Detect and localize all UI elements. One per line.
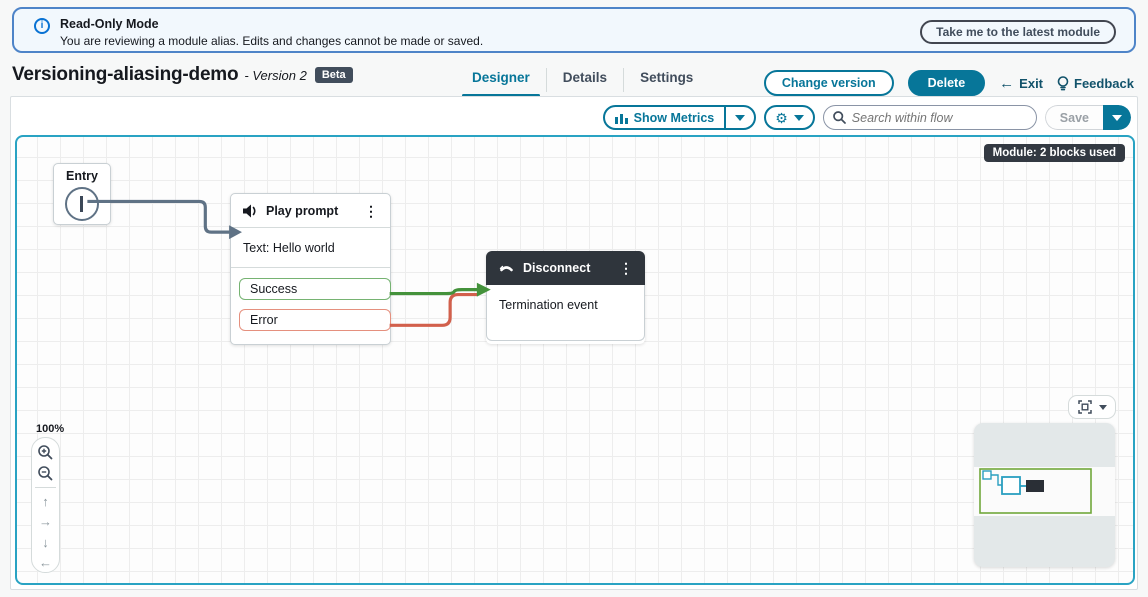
chevron-down-icon xyxy=(1098,404,1107,410)
show-metrics-label: Show Metrics xyxy=(633,110,715,125)
disconnect-title: Disconnect xyxy=(523,261,591,275)
play-prompt-header: Play prompt ⋮ xyxy=(231,194,390,228)
flow-canvas[interactable]: Module: 2 blocks used Entry Play prompt … xyxy=(15,135,1135,585)
tab-settings[interactable]: Settings xyxy=(640,70,694,85)
controls-divider xyxy=(35,486,56,488)
show-metrics-split-button: Show Metrics xyxy=(602,105,757,130)
play-prompt-block[interactable]: Play prompt ⋮ Text: Hello world Success … xyxy=(230,193,391,345)
delete-button[interactable]: Delete xyxy=(907,70,986,96)
minimap[interactable] xyxy=(974,423,1115,567)
pan-up-button[interactable]: ↑ xyxy=(35,492,57,511)
port-error[interactable]: Error xyxy=(239,309,391,331)
port-success[interactable]: Success xyxy=(239,278,391,300)
feedback-link[interactable]: Feedback xyxy=(1057,76,1134,91)
arrow-down-icon: ↓ xyxy=(42,534,49,550)
arrow-right-icon: → xyxy=(39,514,52,530)
save-button[interactable]: Save xyxy=(1044,105,1103,130)
info-icon: i xyxy=(34,18,50,34)
latest-module-button[interactable]: Take me to the latest module xyxy=(920,20,1116,44)
entry-block-title: Entry xyxy=(66,169,98,183)
search-input[interactable] xyxy=(851,110,1027,125)
entry-point-icon xyxy=(65,187,99,221)
pan-down-button[interactable]: ↓ xyxy=(35,532,57,551)
arrow-left-icon: ← xyxy=(39,554,52,570)
zoom-pan-controls: ↑ → ↓ ← xyxy=(31,437,60,573)
play-prompt-title: Play prompt xyxy=(266,204,339,218)
change-version-button[interactable]: Change version xyxy=(763,70,894,96)
zoom-out-button[interactable] xyxy=(35,463,57,482)
zoom-out-icon xyxy=(38,465,53,480)
exit-label: Exit xyxy=(1019,75,1044,91)
settings-dropdown-button[interactable]: ⚙ xyxy=(764,105,815,130)
fit-view-icon xyxy=(1077,400,1092,414)
page-header: Versioning-aliasing-demo - Version 2 Bet… xyxy=(12,64,353,86)
banner-title: Read-Only Mode xyxy=(60,17,159,31)
kebab-menu-icon[interactable]: ⋮ xyxy=(364,203,378,219)
show-metrics-dropdown[interactable] xyxy=(726,107,754,128)
zoom-in-icon xyxy=(38,445,53,460)
disconnect-body: Termination event xyxy=(486,285,645,341)
disconnect-header: Disconnect ⋮ xyxy=(486,251,645,285)
arrow-up-icon: ↑ xyxy=(42,493,49,509)
save-split-button: Save xyxy=(1044,105,1131,130)
show-metrics-button[interactable]: Show Metrics xyxy=(605,107,727,128)
speaker-icon xyxy=(243,204,256,218)
lightbulb-icon xyxy=(1057,75,1069,90)
tab-divider xyxy=(545,68,547,92)
tab-divider xyxy=(623,68,625,92)
gear-icon: ⚙ xyxy=(775,109,788,126)
pan-left-button[interactable]: ← xyxy=(35,553,57,572)
tab-details[interactable]: Details xyxy=(562,70,608,85)
banner-message: You are reviewing a module alias. Edits … xyxy=(60,34,484,48)
page-title: Versioning-aliasing-demo xyxy=(12,64,239,85)
minimap-content xyxy=(974,467,1115,516)
version-label: - Version 2 xyxy=(244,68,307,83)
pan-right-button[interactable]: → xyxy=(35,512,57,531)
fit-view-button[interactable] xyxy=(1068,395,1116,419)
entry-block[interactable]: Entry xyxy=(53,163,111,225)
zoom-in-button[interactable] xyxy=(35,443,57,462)
exit-link[interactable]: ← Exit xyxy=(999,76,1043,91)
tab-designer[interactable]: Designer xyxy=(458,64,544,97)
connector-wires xyxy=(87,199,491,327)
search-icon xyxy=(832,111,846,124)
read-only-banner: i Read-Only Mode You are reviewing a mod… xyxy=(12,7,1136,53)
feedback-label: Feedback xyxy=(1074,75,1134,91)
disconnect-block[interactable]: Disconnect ⋮ Termination event xyxy=(486,251,645,344)
zoom-level-label: 100% xyxy=(36,423,65,435)
tab-bar: Designer Details Settings xyxy=(458,64,707,97)
header-actions: Change version Delete ← Exit Feedback xyxy=(763,70,1134,96)
flow-toolbar: Show Metrics ⚙ Save xyxy=(602,105,1131,130)
chevron-down-icon xyxy=(793,114,804,121)
flow-search xyxy=(822,105,1037,130)
play-prompt-body: Text: Hello world xyxy=(231,228,390,268)
designer-panel: Show Metrics ⚙ Save Module: 2 blocks xyxy=(10,96,1138,590)
chevron-down-icon xyxy=(1112,114,1122,121)
module-blocks-badge: Module: 2 blocks used xyxy=(983,144,1125,162)
banner-text: Read-Only Mode You are reviewing a modul… xyxy=(60,17,920,48)
kebab-menu-icon[interactable]: ⋮ xyxy=(619,260,633,276)
left-arrow-icon: ← xyxy=(999,74,1015,92)
chevron-down-icon xyxy=(735,114,746,121)
beta-badge: Beta xyxy=(314,67,353,83)
bar-chart-icon xyxy=(614,113,628,124)
save-dropdown[interactable] xyxy=(1103,105,1131,130)
phone-disconnect-icon xyxy=(499,265,513,272)
